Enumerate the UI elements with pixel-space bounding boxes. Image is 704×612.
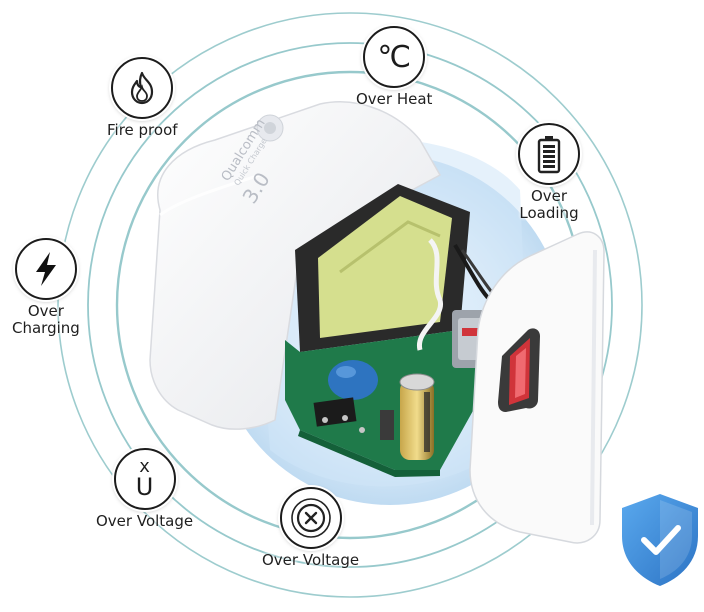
label-line: Over Voltage xyxy=(96,512,194,530)
feature-over-charging: Over Charging xyxy=(12,238,80,337)
feature-label: Fire proof xyxy=(107,122,178,139)
charger-internals xyxy=(285,184,528,477)
feature-over-voltage-left: x U Over Voltage xyxy=(96,448,193,530)
cancel-x-icon xyxy=(279,487,342,549)
label-line: Over Voltage xyxy=(262,551,360,569)
fire-icon xyxy=(111,57,174,119)
feature-over-loading: Over Loading xyxy=(518,123,580,222)
label-line: Fire proof xyxy=(107,121,178,139)
feature-label: Over Heat xyxy=(356,91,432,108)
battery-icon xyxy=(518,123,580,185)
celsius-glyph: ℃ xyxy=(377,39,412,75)
usb-port-icon xyxy=(498,328,540,412)
feature-over-heat: ℃ Over Heat xyxy=(356,26,432,108)
label-line: Loading xyxy=(519,204,579,222)
label-line: Over Heat xyxy=(356,90,433,108)
voltage-xu-icon: x U xyxy=(113,448,176,510)
feature-label: Over Voltage xyxy=(262,552,359,569)
lightning-bolt-icon xyxy=(14,238,77,300)
thermometer-celsius-icon: ℃ xyxy=(363,26,426,88)
voltage-top-glyph: x xyxy=(139,456,150,477)
feature-label: Over Voltage xyxy=(96,513,193,530)
label-line: Over xyxy=(530,187,568,205)
voltage-bottom-glyph: U xyxy=(135,473,154,501)
usb-endcap xyxy=(469,231,605,544)
feature-fire-proof: Fire proof xyxy=(107,57,178,139)
feature-label: Over Charging xyxy=(12,303,80,337)
label-line: Charging xyxy=(12,319,80,337)
transformer xyxy=(318,196,452,338)
ring-middle xyxy=(87,42,613,568)
blue-capacitor xyxy=(328,360,378,400)
feature-over-voltage-bottom: Over Voltage xyxy=(262,487,359,569)
label-line: Over xyxy=(27,302,64,320)
feature-label: Over Loading xyxy=(519,188,578,222)
ring-outer xyxy=(57,12,643,598)
shield-check-icon xyxy=(622,494,698,586)
